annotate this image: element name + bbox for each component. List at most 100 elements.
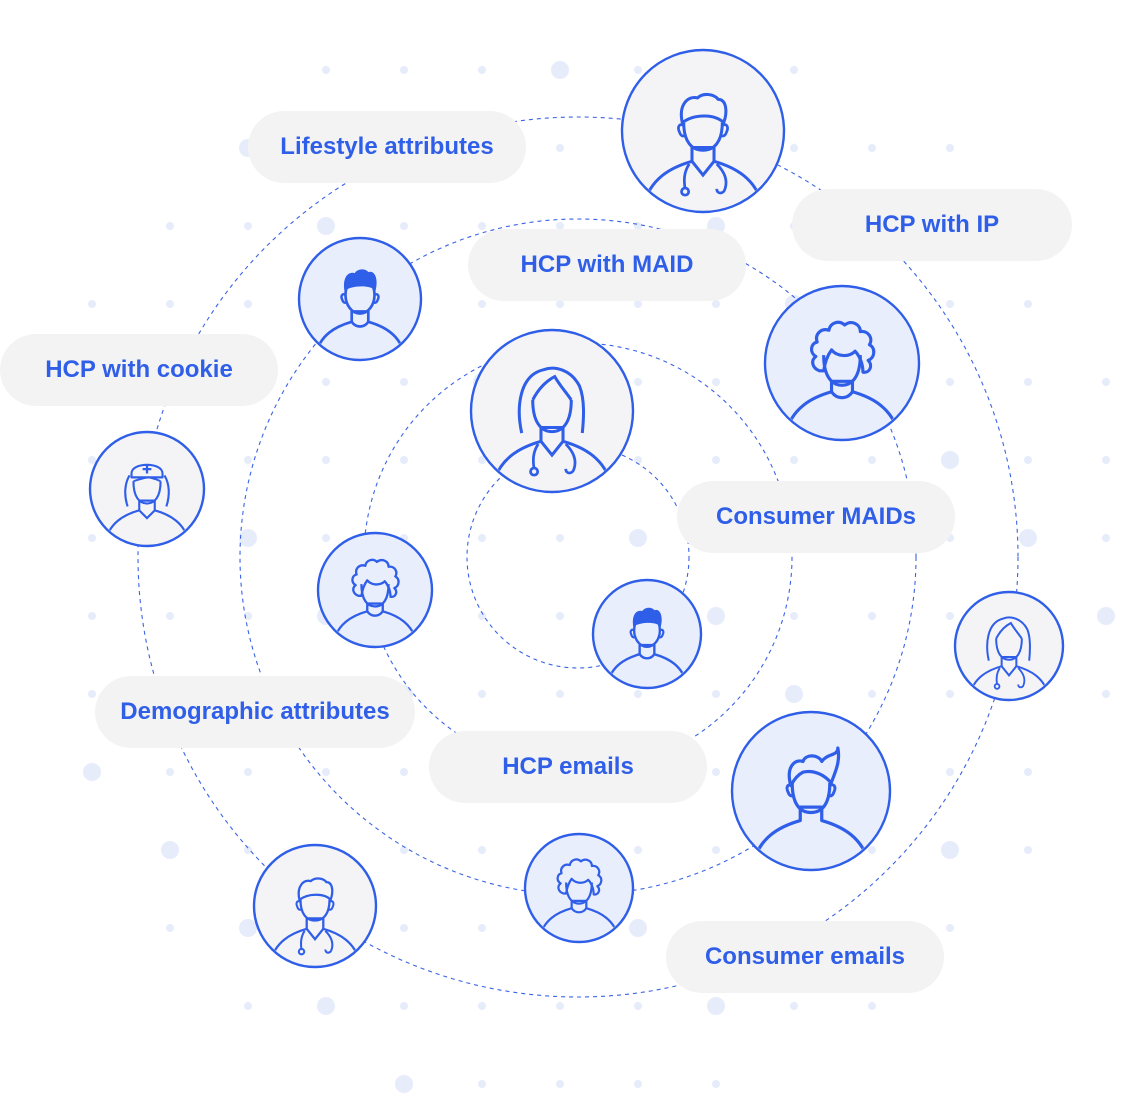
background-dot (634, 846, 642, 854)
background-dot (1024, 846, 1032, 854)
background-dot (478, 456, 486, 464)
background-dot (88, 456, 96, 464)
background-dot (1102, 456, 1110, 464)
background-dot (400, 846, 408, 854)
background-dot (395, 1075, 413, 1093)
background-dot (400, 378, 408, 386)
background-dot (785, 685, 803, 703)
background-dot (556, 690, 564, 698)
background-dot (707, 997, 725, 1015)
background-dot (941, 841, 959, 859)
background-dot (88, 690, 96, 698)
avatar-background (622, 50, 784, 212)
pill-hcp-with-cookie: HCP with cookie (0, 334, 278, 406)
background-dot (1024, 300, 1032, 308)
background-dot (322, 66, 330, 74)
avatar-outline (469, 328, 635, 494)
background-dot (244, 1002, 252, 1010)
background-dot (166, 768, 174, 776)
background-dot (478, 846, 486, 854)
avatar-woman-curly-right (763, 284, 921, 442)
background-dot (166, 612, 174, 620)
avatar-woman-curly-left (316, 531, 434, 649)
background-dot (1097, 607, 1115, 625)
background-dot (790, 456, 798, 464)
background-dot (478, 1002, 486, 1010)
background-dot (166, 222, 174, 230)
background-dot (400, 768, 408, 776)
background-dot (634, 300, 642, 308)
background-dot (83, 763, 101, 781)
background-dot (712, 378, 720, 386)
background-dot (1024, 768, 1032, 776)
avatar-background (254, 845, 376, 967)
avatar-doctor-female-right (953, 590, 1065, 702)
avatar-background (318, 533, 432, 647)
avatar-background (299, 238, 421, 360)
avatar-background (593, 580, 701, 688)
background-dot (1102, 534, 1110, 542)
pill-lifestyle-attributes: Lifestyle attributes (248, 111, 526, 183)
avatar-outline (591, 578, 703, 690)
background-dot (400, 1002, 408, 1010)
pill-hcp-emails: HCP emails (429, 731, 707, 803)
background-dot (244, 222, 252, 230)
background-dot (1102, 378, 1110, 386)
avatars-layer (88, 48, 1065, 969)
background-dot (317, 997, 335, 1015)
background-dot (634, 1080, 642, 1088)
background-dot (322, 378, 330, 386)
background-dot (88, 300, 96, 308)
avatar-background (525, 834, 633, 942)
background-dot (946, 768, 954, 776)
background-dot (322, 534, 330, 542)
avatar-background (765, 286, 919, 440)
background-dot (946, 300, 954, 308)
background-dot (400, 924, 408, 932)
background-dot (946, 612, 954, 620)
background-dot (790, 612, 798, 620)
background-dot (634, 66, 642, 74)
avatar-outline (523, 832, 635, 944)
avatar-outline (763, 284, 921, 442)
background-dot (556, 534, 564, 542)
avatar-man-wavy-right (730, 710, 892, 872)
avatar-nurse-left (88, 430, 206, 548)
background-dot (634, 1002, 642, 1010)
background-dot (88, 534, 96, 542)
background-dot (941, 451, 959, 469)
background-dot (556, 222, 564, 230)
avatar-background (732, 712, 890, 870)
background-dot (790, 144, 798, 152)
background-dot (556, 300, 564, 308)
background-dot (712, 768, 720, 776)
background-dot (868, 846, 876, 854)
background-dot (400, 222, 408, 230)
avatar-background (955, 592, 1063, 700)
pill-hcp-with-maid: HCP with MAID (468, 229, 746, 301)
background-dot (868, 1002, 876, 1010)
background-dot (478, 300, 486, 308)
background-dot (478, 66, 486, 74)
background-dot (629, 919, 647, 937)
avatar-background (90, 432, 204, 546)
avatar-outline (316, 531, 434, 649)
background-dot (244, 768, 252, 776)
background-dot (946, 378, 954, 386)
avatar-doctor-female-center (469, 328, 635, 494)
background-dot (712, 1080, 720, 1088)
background-dot (712, 300, 720, 308)
background-dot (317, 217, 335, 235)
avatar-background (471, 330, 633, 492)
background-dot (478, 1080, 486, 1088)
avatar-outline (297, 236, 423, 362)
background-dot (634, 378, 642, 386)
background-dot (946, 144, 954, 152)
background-dot (478, 924, 486, 932)
background-dot (868, 612, 876, 620)
background-dot (400, 66, 408, 74)
background-dot (1024, 378, 1032, 386)
avatar-woman-curly-bottom (523, 832, 635, 944)
background-dot (1102, 690, 1110, 698)
